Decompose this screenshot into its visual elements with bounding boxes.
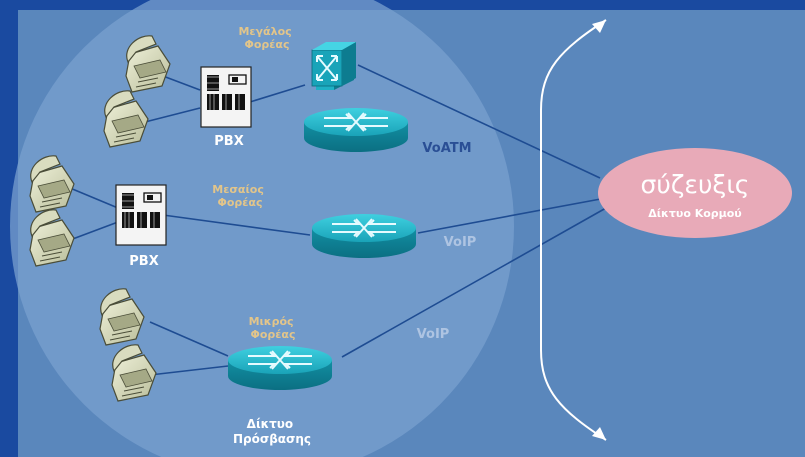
- carrier-label-small: Μικρός Φορέας: [249, 315, 298, 341]
- pbx-icon: [200, 66, 252, 128]
- protocol-label-voip-medium: VoIP: [444, 235, 477, 250]
- carrier-label-large: Μεγάλος Φορέας: [238, 25, 295, 51]
- protocol-label-voip-small: VoIP: [417, 327, 450, 342]
- arrow-down-icon: [592, 427, 606, 440]
- pbx-label: PBX: [129, 254, 158, 269]
- carrier-label-medium: Μεσαίος Φορέας: [212, 183, 267, 209]
- core-bracket: [540, 19, 607, 441]
- core-network-ellipse: [598, 148, 792, 238]
- router-icon: [311, 213, 417, 259]
- arrow-up-icon: [592, 20, 606, 33]
- network-links: [69, 64, 607, 376]
- router-icon: [227, 345, 333, 391]
- pbx-icon: [115, 184, 167, 246]
- core-network-subtitle: Δίκτυο Κορμού: [648, 207, 741, 220]
- core-network-title: σύζευξις: [641, 170, 750, 199]
- protocol-label-voatm: VoATM: [422, 141, 471, 156]
- router-icon: [303, 107, 409, 153]
- pbx-label: PBX: [214, 134, 243, 149]
- access-network-label: Δίκτυο Πρόσβασης: [233, 417, 311, 446]
